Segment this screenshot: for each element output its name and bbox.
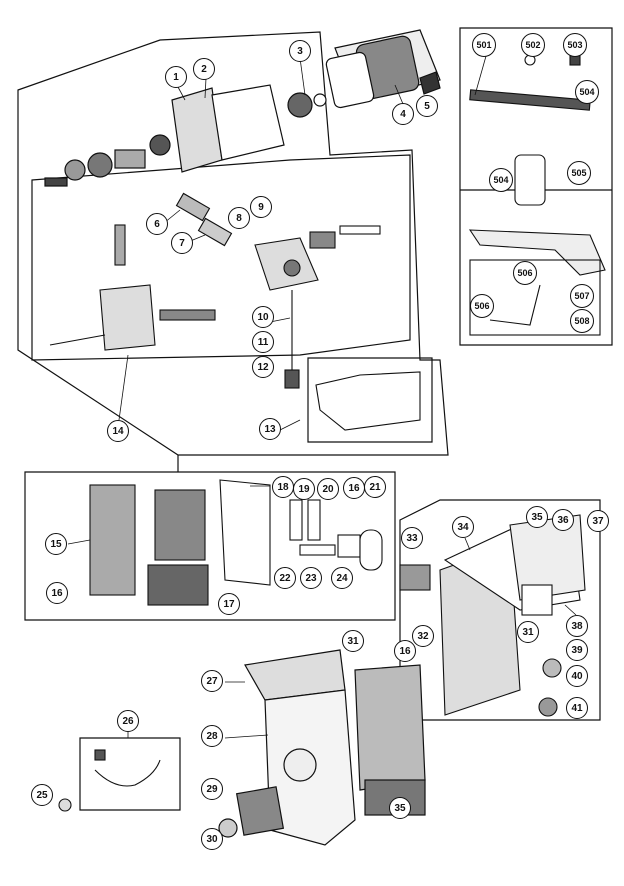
callout-27: 27 [201,670,223,692]
callout-4: 4 [392,103,414,125]
callout-501: 501 [472,33,496,57]
callout-33: 33 [401,527,423,549]
motor-group-frame [459,27,613,346]
callout-39: 39 [566,639,588,661]
callout-26: 26 [117,710,139,732]
callout-25: 25 [31,784,53,806]
callout-19: 19 [293,478,315,500]
callout-508: 508 [570,309,594,333]
callout-24: 24 [331,567,353,589]
callout-10: 10 [252,306,274,328]
callout-34: 34 [452,516,474,538]
callout-38: 38 [566,615,588,637]
callout-32: 32 [412,625,434,647]
callout-40: 40 [566,665,588,687]
callout-16b: 16 [343,477,365,499]
callout-30: 30 [201,828,223,850]
motor-pump-group-frame [24,471,396,621]
callout-28: 28 [201,725,223,747]
callout-507: 507 [570,284,594,308]
callout-17: 17 [218,593,240,615]
callout-5: 5 [416,95,438,117]
callout-29: 29 [201,778,223,800]
callout-15: 15 [45,533,67,555]
cord-kit-frame [79,737,181,811]
callout-21: 21 [364,476,386,498]
callout-502: 502 [521,33,545,57]
callout-36: 36 [552,509,574,531]
callout-1: 1 [165,66,187,88]
callout-14: 14 [107,420,129,442]
callout-506b: 506 [470,294,494,318]
callout-16c: 16 [394,640,416,662]
callout-504b: 504 [489,168,513,192]
callout-6: 6 [146,213,168,235]
callout-505: 505 [567,161,591,185]
callout-41: 41 [566,697,588,719]
callout-37: 37 [587,510,609,532]
callout-12: 12 [252,356,274,378]
callout-503: 503 [563,33,587,57]
callout-18: 18 [272,476,294,498]
callout-13: 13 [259,418,281,440]
callout-31b: 31 [517,621,539,643]
callout-23: 23 [300,567,322,589]
callout-506: 506 [513,261,537,285]
callout-20: 20 [317,478,339,500]
callout-7: 7 [171,232,193,254]
callout-35: 35 [526,506,548,528]
callout-31: 31 [342,630,364,652]
pump-assembly-frame [17,31,449,456]
callout-16: 16 [46,582,68,604]
callout-8: 8 [228,207,250,229]
callout-504: 504 [575,80,599,104]
callout-3: 3 [289,40,311,62]
callout-35b: 35 [389,797,411,819]
callout-2: 2 [193,58,215,80]
callout-22: 22 [274,567,296,589]
callout-11: 11 [252,331,274,353]
callout-9: 9 [250,196,272,218]
